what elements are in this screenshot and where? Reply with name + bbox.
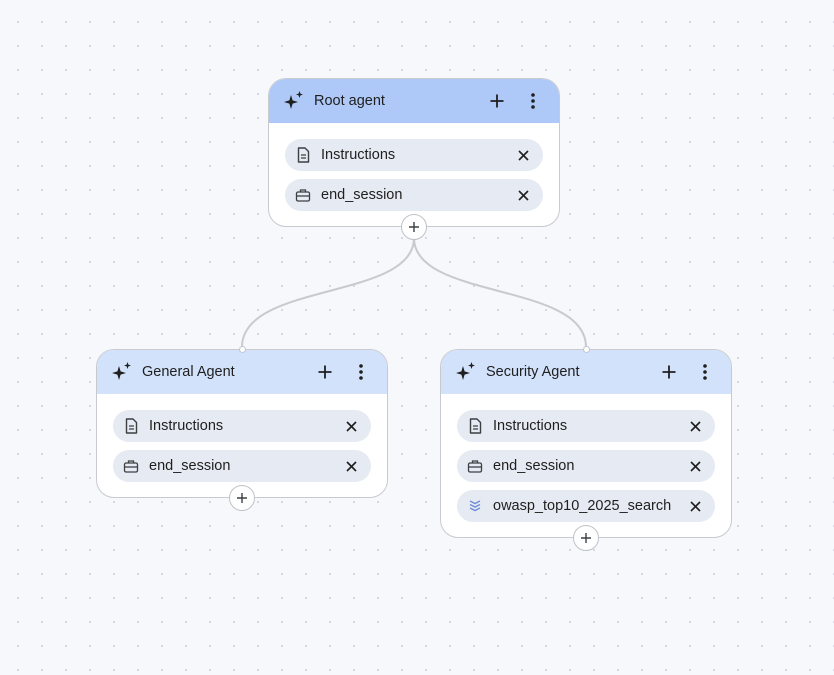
chip-end-session[interactable]: end_session <box>457 450 715 482</box>
close-icon <box>517 189 529 201</box>
chip-label: end_session <box>493 458 575 474</box>
remove-chip-button[interactable] <box>513 185 533 205</box>
sparkle-agent-icon <box>283 90 305 112</box>
close-icon <box>689 460 701 472</box>
chip-instructions[interactable]: Instructions <box>457 410 715 442</box>
chip-label: Instructions <box>493 418 568 434</box>
root-agent-header[interactable]: Root agent <box>269 79 559 123</box>
chip-end-session[interactable]: end_session <box>113 450 371 482</box>
more-vert-icon <box>531 93 535 109</box>
add-sub-agent-button[interactable] <box>229 485 255 511</box>
general-agent-node[interactable]: General Agent Instructions <box>96 346 388 511</box>
connection-port <box>238 346 246 353</box>
toolbox-icon <box>123 458 139 474</box>
toolbox-icon <box>295 187 311 203</box>
add-sub-agent-button[interactable] <box>401 214 427 240</box>
chip-instructions[interactable]: Instructions <box>285 139 543 171</box>
close-icon <box>689 500 701 512</box>
chip-label: Instructions <box>321 147 396 163</box>
add-sub-agent-button[interactable] <box>573 525 599 551</box>
sparkle-agent-icon <box>455 361 477 383</box>
add-tool-button[interactable] <box>483 87 511 115</box>
chip-label: end_session <box>321 187 403 203</box>
sparkle-agent-icon <box>111 361 133 383</box>
add-tool-button[interactable] <box>655 358 683 386</box>
more-vert-icon <box>359 364 363 380</box>
remove-chip-button[interactable] <box>685 496 705 516</box>
remove-chip-button[interactable] <box>685 456 705 476</box>
security-agent-header[interactable]: Security Agent <box>441 350 731 394</box>
chip-owasp-search[interactable]: owasp_top10_2025_search <box>457 490 715 522</box>
remove-chip-button[interactable] <box>341 456 361 476</box>
document-icon <box>467 418 483 434</box>
close-icon <box>345 460 357 472</box>
security-agent-node[interactable]: Security Agent Instructions <box>440 346 732 551</box>
general-agent-body: Instructions end_session <box>97 394 387 497</box>
more-vert-icon <box>703 364 707 380</box>
more-options-button[interactable] <box>691 358 719 386</box>
plus-icon <box>237 493 247 503</box>
document-icon <box>123 418 139 434</box>
security-agent-title: Security Agent <box>486 364 580 380</box>
datastore-icon <box>467 498 483 514</box>
close-icon <box>345 420 357 432</box>
connector-root-to-security <box>413 237 587 348</box>
close-icon <box>689 420 701 432</box>
plus-icon <box>581 533 591 543</box>
plus-icon <box>490 94 504 108</box>
more-options-button[interactable] <box>519 87 547 115</box>
chip-label: Instructions <box>149 418 224 434</box>
plus-icon <box>318 365 332 379</box>
connector-root-to-general <box>241 237 415 348</box>
chip-label: end_session <box>149 458 231 474</box>
remove-chip-button[interactable] <box>685 416 705 436</box>
more-options-button[interactable] <box>347 358 375 386</box>
root-agent-node[interactable]: Root agent Instructions <box>268 78 560 240</box>
root-agent-title: Root agent <box>314 93 385 109</box>
security-agent-body: Instructions end_session <box>441 394 731 537</box>
general-agent-header[interactable]: General Agent <box>97 350 387 394</box>
plus-icon <box>662 365 676 379</box>
connection-port <box>582 346 590 353</box>
toolbox-icon <box>467 458 483 474</box>
chip-end-session[interactable]: end_session <box>285 179 543 211</box>
close-icon <box>517 149 529 161</box>
remove-chip-button[interactable] <box>341 416 361 436</box>
add-tool-button[interactable] <box>311 358 339 386</box>
chip-instructions[interactable]: Instructions <box>113 410 371 442</box>
remove-chip-button[interactable] <box>513 145 533 165</box>
general-agent-title: General Agent <box>142 364 235 380</box>
plus-icon <box>409 222 419 232</box>
chip-label: owasp_top10_2025_search <box>493 498 672 514</box>
document-icon <box>295 147 311 163</box>
root-agent-body: Instructions end_session <box>269 123 559 226</box>
